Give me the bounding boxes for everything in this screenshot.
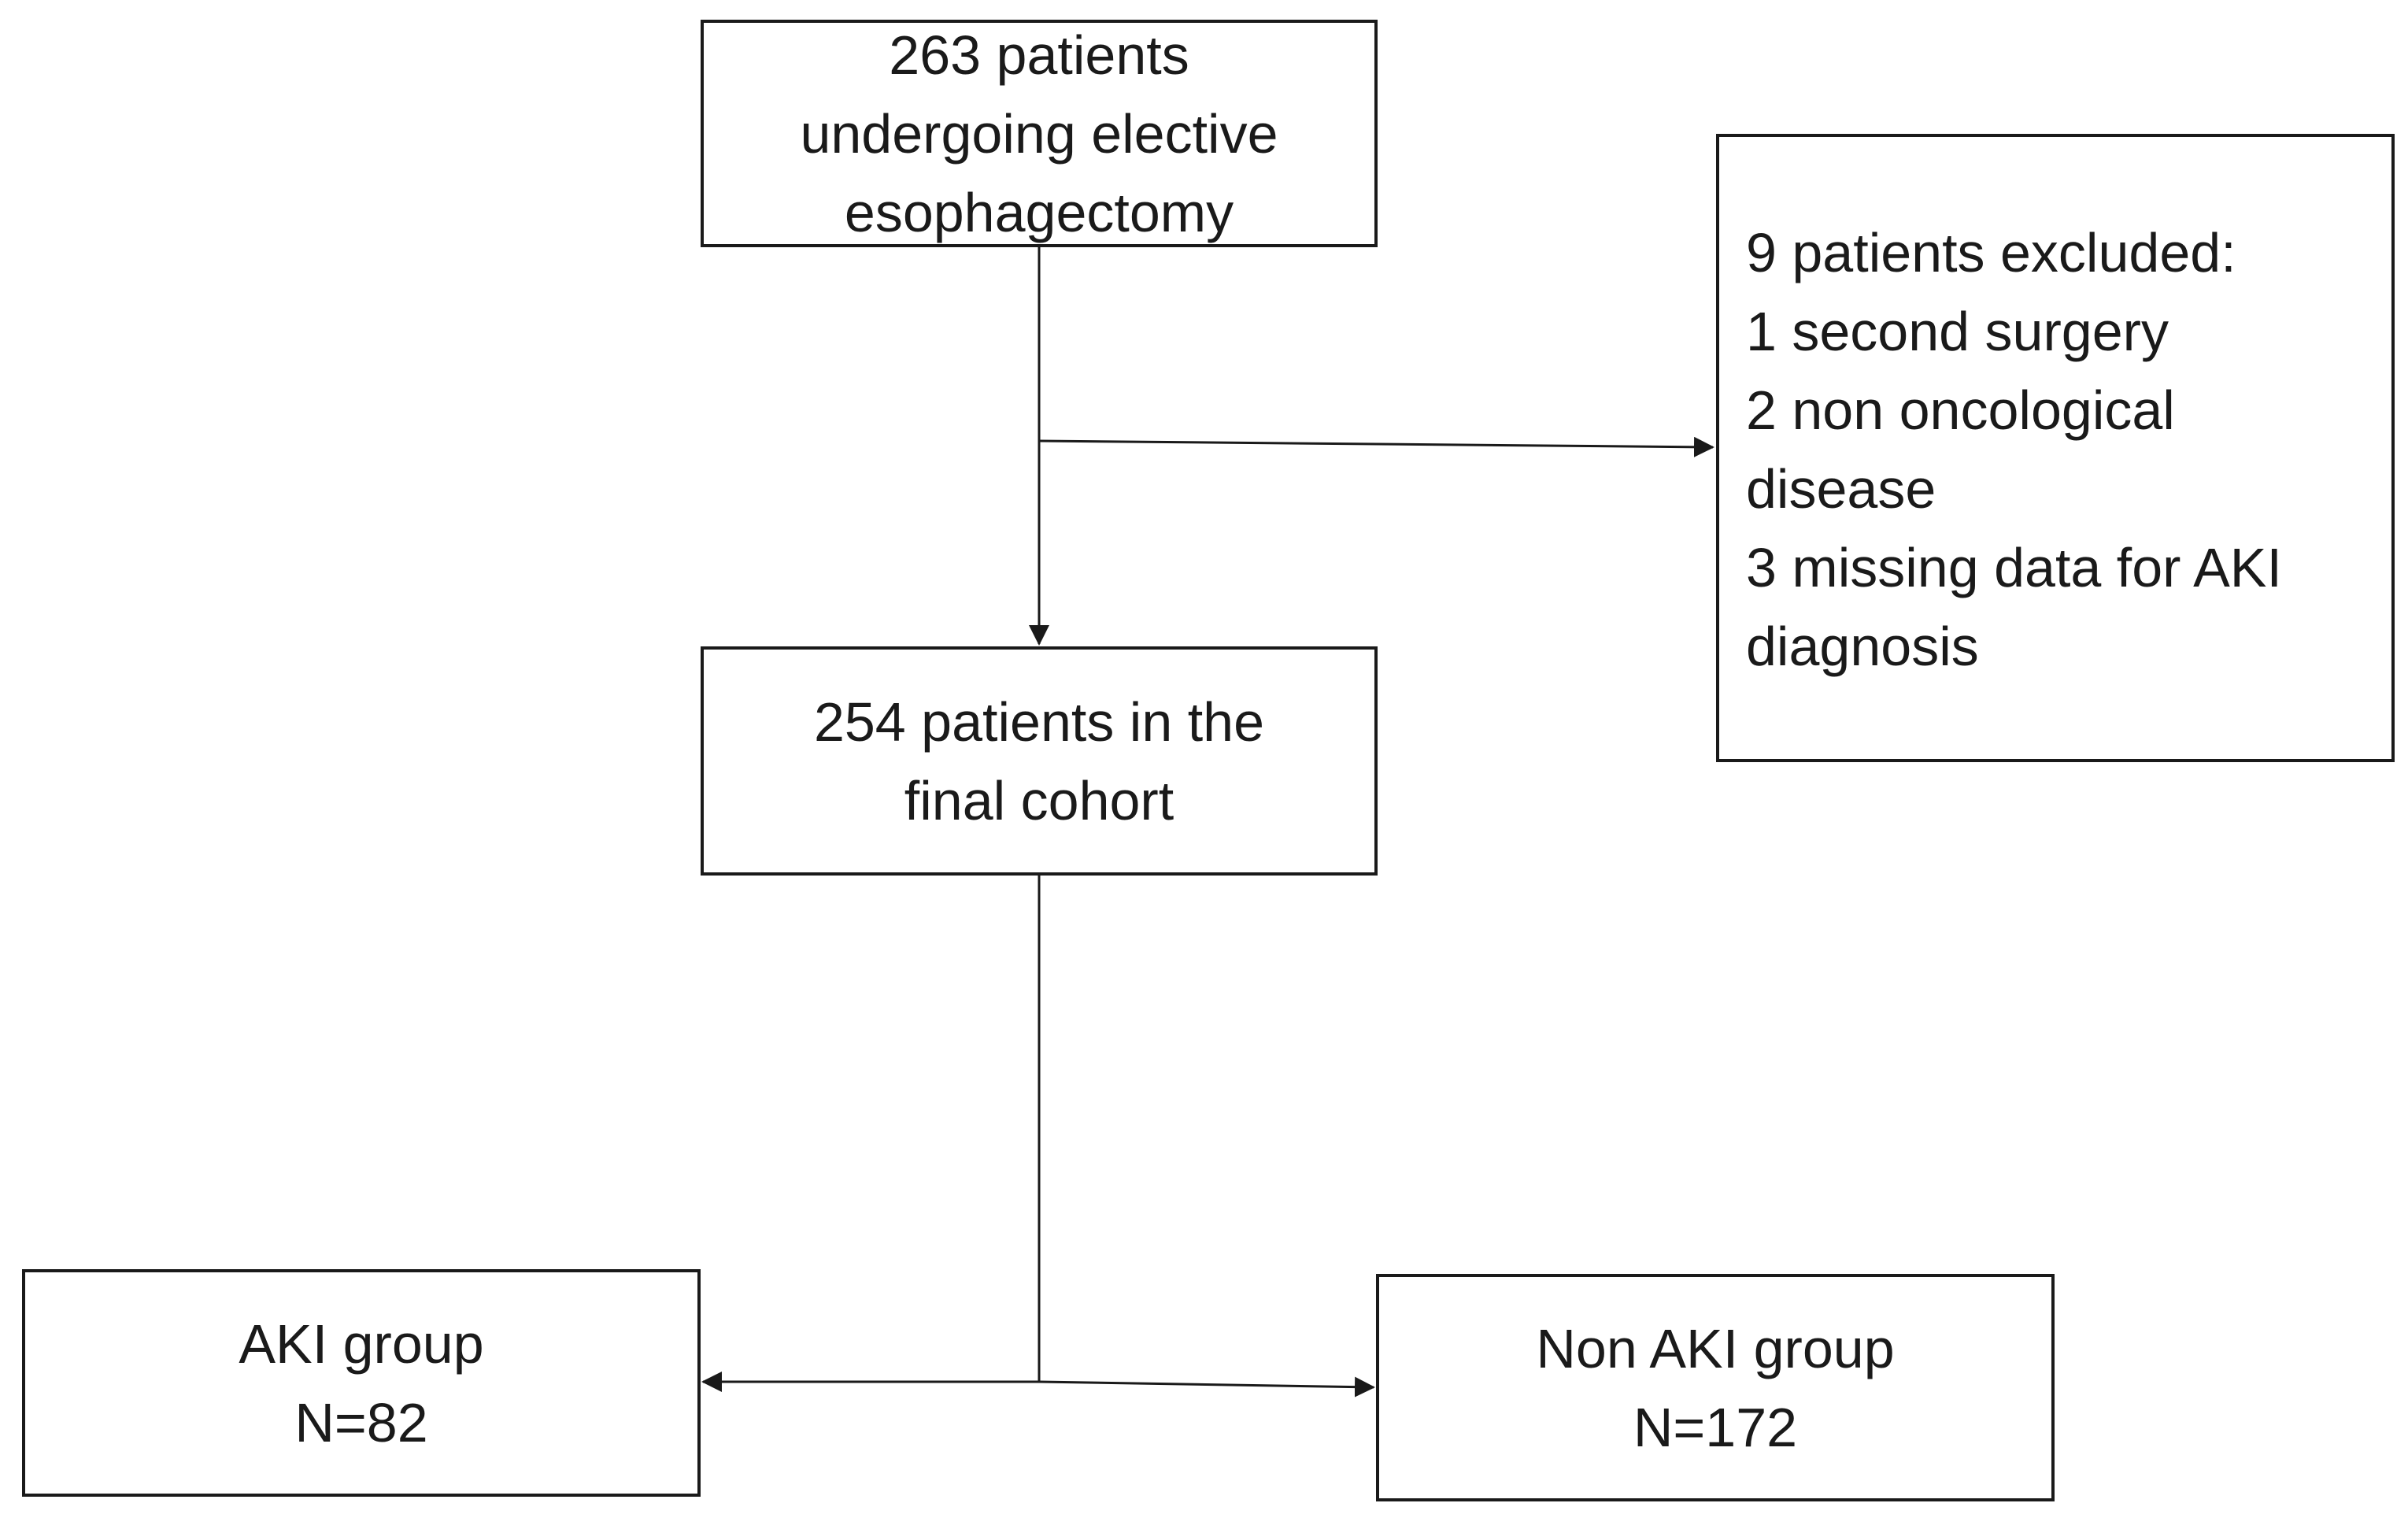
excluded-line: diagnosis: [1746, 616, 1979, 677]
excluded-line: 9 patients excluded:: [1746, 222, 2236, 283]
excluded-line: 2 non oncological: [1746, 379, 2175, 441]
cohort-line: 254 patients in the: [813, 690, 1265, 753]
non-aki-group-count: N=172: [1633, 1396, 1798, 1458]
start-line: 263 patients: [889, 24, 1189, 86]
start-line: esophagectomy: [844, 181, 1234, 243]
non-aki-group-box: Non AKI group N=172: [1376, 1274, 2055, 1501]
start-population-box: 263 patients undergoing elective esophag…: [701, 20, 1378, 247]
excluded-line: 3 missing data for AKI: [1746, 537, 2282, 598]
non-aki-group-label: Non AKI group: [1536, 1317, 1895, 1379]
excluded-line: 1 second surgery: [1746, 301, 2169, 362]
start-line: undergoing elective: [800, 102, 1278, 165]
connector-to-non-aki: [1038, 1376, 1375, 1398]
aki-group-count: N=82: [294, 1391, 428, 1453]
excluded-line: disease: [1746, 458, 1936, 520]
connector-to-excluded: [1038, 436, 1714, 457]
excluded-patients-box: 9 patients excluded: 1 second surgery 2 …: [1716, 134, 2395, 762]
final-cohort-box: 254 patients in the final cohort: [701, 646, 1378, 876]
aki-group-box: AKI group N=82: [22, 1269, 701, 1497]
aki-group-label: AKI group: [239, 1312, 484, 1375]
cohort-line: final cohort: [904, 769, 1174, 831]
